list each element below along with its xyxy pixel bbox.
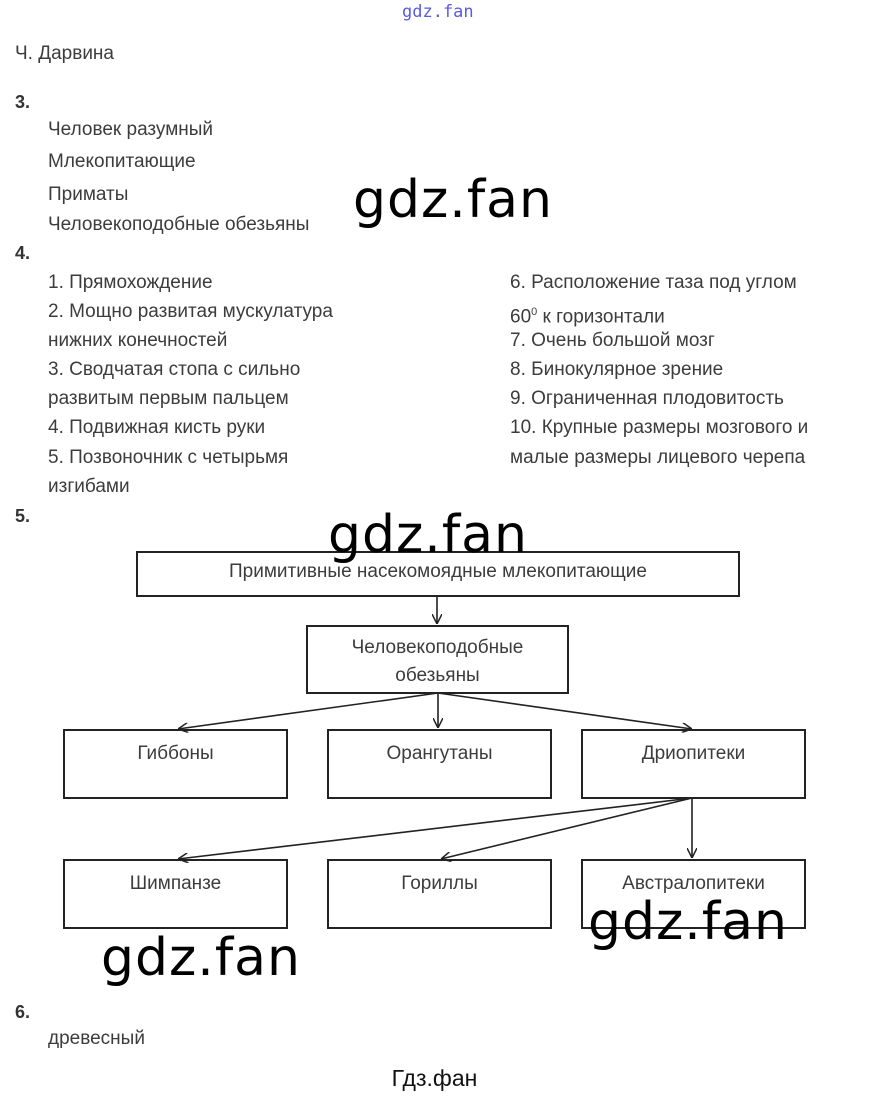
box-label: Гиббоны: [137, 743, 214, 764]
chimpanzee-box: Шимпанзе: [63, 859, 288, 929]
q3-item: Млекопитающие: [48, 151, 196, 172]
q6-answer: древесный: [48, 1028, 145, 1049]
q3-item: Человекоподобные обезьяны: [48, 214, 310, 235]
q4-left-line: 2. Мощно развитая мускулатура: [48, 301, 333, 322]
angle-value: 60: [510, 306, 532, 328]
q4-right-line: 8. Бинокулярное зрение: [510, 359, 724, 380]
arrow: [437, 692, 692, 729]
box-label: Гориллы: [401, 873, 478, 894]
q6-number: 6.: [15, 1002, 31, 1022]
watermark: gdz.fan: [353, 170, 553, 230]
intro-answer: Ч. Дарвина: [15, 43, 114, 64]
q4-left-line: 4. Подвижная кисть руки: [48, 417, 266, 438]
header-watermark: gdz.fan: [402, 2, 474, 22]
q4-left-line: 5. Позвоночник с четырьмя: [48, 447, 289, 468]
angle-rest: к горизонтали: [537, 306, 665, 328]
dryopithecus-box: Дриопитеки: [581, 729, 806, 799]
root-box: Примитивные насекомоядные млекопитающие: [136, 551, 740, 597]
q4-left-line: развитым первым пальцем: [48, 388, 289, 409]
box-label: Орангутаны: [386, 743, 493, 764]
q5-number: 5.: [15, 506, 31, 526]
footer-watermark: Гдз.фан: [391, 1065, 478, 1091]
root-label: Примитивные насекомоядные млекопитающие: [229, 561, 647, 582]
box-label: Австралопитеки: [622, 873, 765, 894]
q3-item: Человек разумный: [48, 119, 214, 140]
q4-right-line-angle: 600 к горизонтали: [510, 301, 665, 328]
q4-right-line: 6. Расположение таза под углом: [510, 272, 797, 293]
q4-number: 4.: [15, 243, 31, 263]
apes-box: Человекоподобные обезьяны: [306, 625, 569, 694]
q4-right-line: малые размеры лицевого черепа: [510, 447, 806, 468]
orangutans-box: Орангутаны: [327, 729, 552, 799]
apes-label-line1: Человекоподобные: [351, 637, 524, 658]
degree-sup: 0: [531, 306, 538, 318]
q4-left-line: 3. Сводчатая стопа с сильно: [48, 359, 301, 380]
q4-left-line: нижних конечностей: [48, 330, 228, 351]
watermark: gdz.fan: [588, 892, 788, 952]
arrow: [178, 692, 439, 729]
australopithecus-box: Австралопитеки: [581, 859, 806, 929]
q4-left-line: изгибами: [48, 476, 130, 497]
q4-left-line: 1. Прямохождение: [48, 272, 213, 293]
q3-item: Приматы: [48, 184, 129, 205]
q4-right-line: 7. Очень большой мозг: [510, 330, 715, 351]
q4-right-line: 10. Крупные размеры мозгового и: [510, 417, 809, 438]
gibbons-box: Гиббоны: [63, 729, 288, 799]
arrow: [178, 797, 693, 859]
q3-number: 3.: [15, 92, 31, 112]
box-label: Дриопитеки: [641, 743, 746, 764]
apes-label-line2: обезьяны: [395, 665, 480, 686]
q4-right-line: 9. Ограниченная плодовитость: [510, 388, 784, 409]
watermark: gdz.fan: [101, 928, 301, 988]
gorillas-box: Гориллы: [327, 859, 552, 929]
box-label: Шимпанзе: [129, 873, 222, 894]
watermark: gdz.fan: [328, 505, 528, 565]
arrow: [441, 797, 693, 859]
